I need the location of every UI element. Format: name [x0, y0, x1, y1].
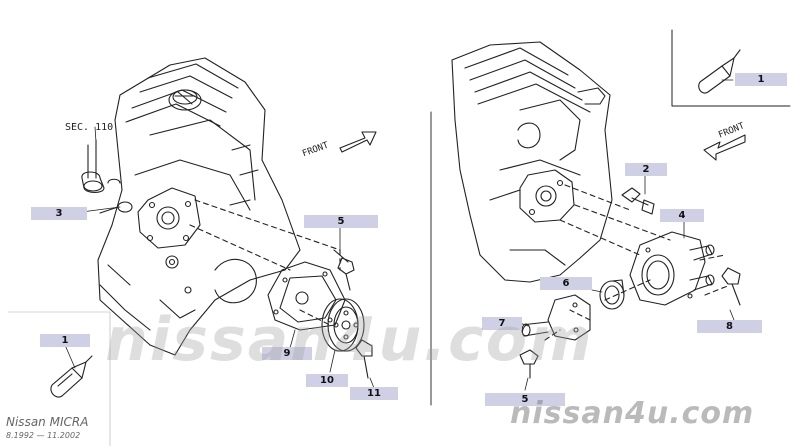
right-engine-block [451, 41, 613, 283]
callout-10[interactable]: 10 [306, 374, 348, 387]
left-hose-and-oring [81, 139, 133, 214]
sealant-tube-left [50, 355, 93, 398]
bolt-11 [355, 339, 373, 379]
leaders-right [519, 79, 735, 391]
thermo-sensor-2 [621, 187, 655, 215]
watermark-main: nissan4u.com [105, 305, 594, 375]
callout-1-bottom[interactable]: 1 [40, 334, 90, 347]
callout-1-top[interactable]: 1 [735, 73, 787, 86]
sealant-tube-right [698, 49, 741, 94]
model-name: Nissan MICRA [6, 415, 89, 429]
thermostat-6 [599, 279, 625, 310]
left-thermostat-housing [137, 187, 201, 249]
callout-6[interactable]: 6 [540, 277, 592, 290]
callout-9[interactable]: 9 [262, 347, 312, 360]
callout-4[interactable]: 4 [660, 209, 704, 222]
front-arrow-right [703, 134, 746, 161]
front-arrow-left [339, 131, 377, 153]
callout-5-left[interactable]: 5 [304, 215, 378, 228]
callout-2[interactable]: 2 [625, 163, 667, 176]
callout-11[interactable]: 11 [350, 387, 398, 400]
leaders-left [64, 126, 375, 389]
callout-8[interactable]: 8 [697, 320, 762, 333]
sec-ref-label: SEC. 110 [65, 122, 114, 133]
bolt-5-left [333, 249, 355, 291]
inset-bracket [671, 29, 791, 107]
bolt-8 [721, 267, 741, 306]
model-years: 8.1992 — 11.2002 [6, 431, 81, 440]
thermostat-housing-4 [629, 231, 715, 306]
callout-3[interactable]: 3 [31, 207, 87, 220]
callout-7[interactable]: 7 [482, 317, 522, 330]
right-engine-housing [519, 169, 575, 223]
watermark-corner: nissan4u.com [510, 396, 755, 431]
inset-frame-left [7, 311, 111, 446]
callout-5-right[interactable]: 5 [485, 393, 565, 406]
water-inlet-7 [521, 294, 591, 341]
bolt-5-right [519, 349, 539, 379]
pulley-left [321, 298, 365, 352]
